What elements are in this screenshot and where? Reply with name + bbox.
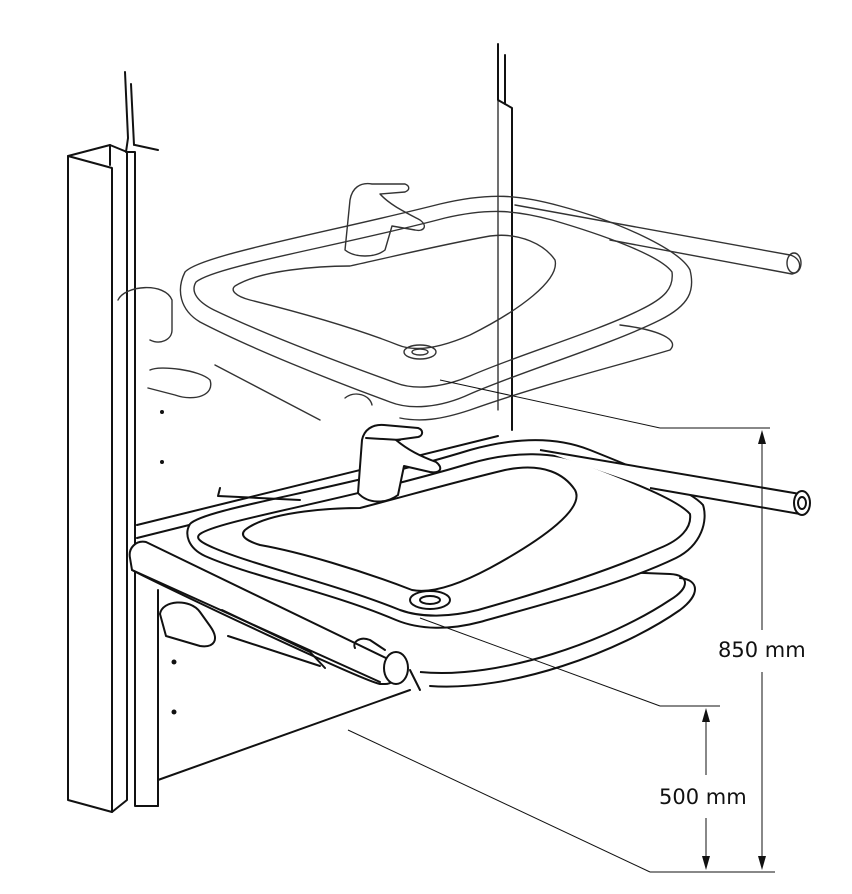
- dimension-lines: [347, 379, 775, 873]
- basin-raised-outline: [117, 182, 802, 421]
- height-850-label: 850 mm: [718, 638, 806, 662]
- height-500-label: 500 mm: [659, 785, 747, 809]
- wall-frame: [67, 43, 513, 813]
- basin-lowered: [128, 423, 811, 691]
